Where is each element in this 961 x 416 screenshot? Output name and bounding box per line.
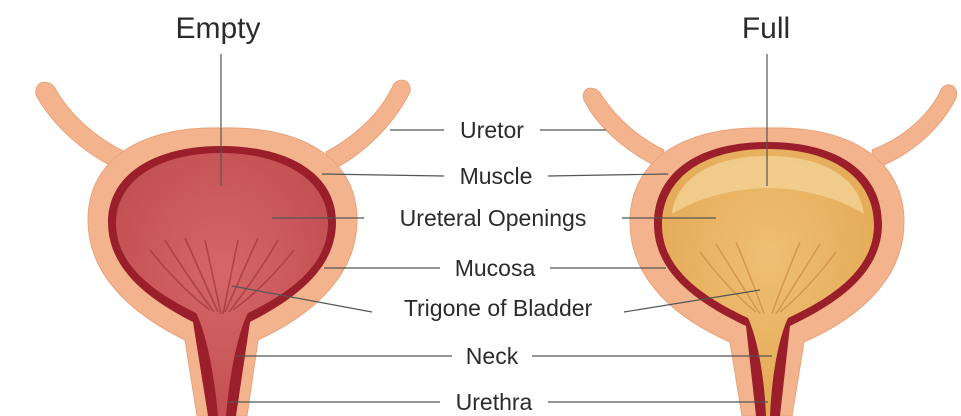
full-title: Full — [742, 12, 790, 45]
label-mucosa: Mucosa — [455, 255, 536, 281]
label-trigone-of-bladder: Trigone of Bladder — [404, 295, 593, 321]
empty-title: Empty — [175, 12, 260, 45]
empty-left-ureter — [36, 82, 125, 170]
full-left-ureter — [583, 88, 664, 168]
full-right-ureter — [872, 85, 957, 168]
label-uretor: Uretor — [460, 117, 524, 143]
empty-right-ureter — [326, 80, 410, 170]
label-urethra: Urethra — [456, 389, 533, 415]
center-labels: Uretor Muscle Ureteral Openings Mucosa T… — [400, 117, 593, 415]
label-muscle: Muscle — [460, 163, 533, 189]
label-neck: Neck — [466, 343, 519, 369]
full-bladder — [583, 85, 956, 416]
label-ureteral-openings: Ureteral Openings — [400, 205, 587, 231]
empty-bladder — [36, 80, 410, 416]
